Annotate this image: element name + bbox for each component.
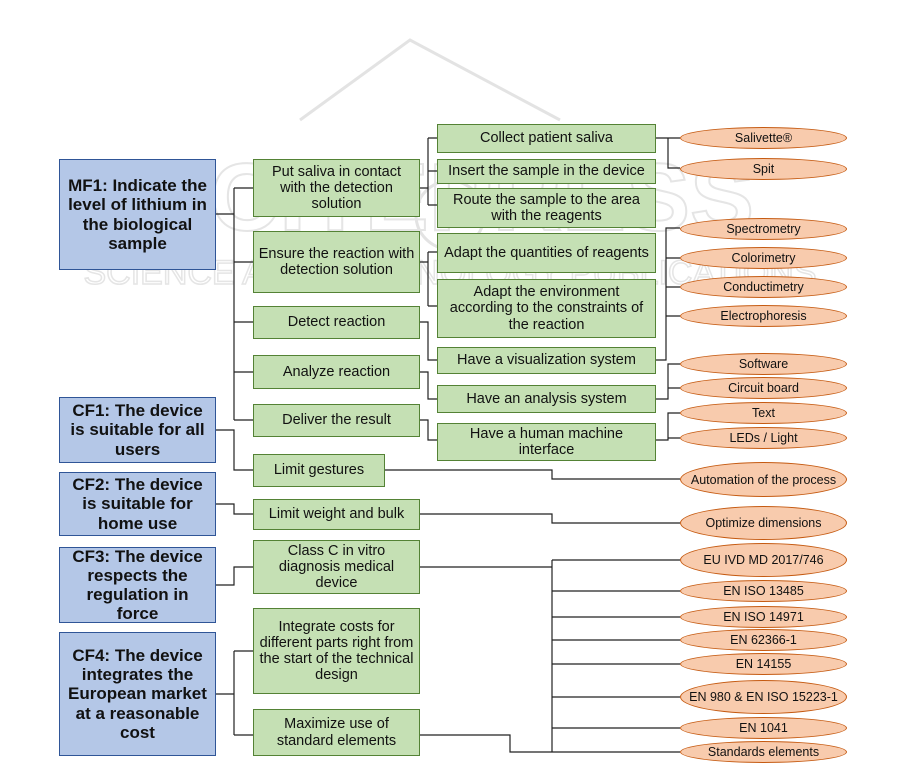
adapt-environment-box: Adapt the environment according to the c… [437,279,656,338]
en-14155-ellipse: EN 14155 [680,653,847,675]
software-ellipse: Software [680,353,847,375]
maximize-standard-box: Maximize use of standard elements [253,709,420,756]
integrate-costs-box: Integrate costs for different parts righ… [253,608,420,694]
salivette-ellipse: Salivette® [680,127,847,149]
eu-ivd-ellipse: EU IVD MD 2017/746 [680,543,847,577]
ensure-reaction-box: Ensure the reaction with detection solut… [253,231,420,293]
cf3-box: CF3: The device respects the regulation … [59,547,216,623]
cf2-box: CF2: The device is suitable for home use [59,472,216,536]
put-saliva-box: Put saliva in contact with the detection… [253,159,420,217]
en-62366-ellipse: EN 62366-1 [680,629,847,651]
class-c-box: Class C in vitro diagnosis medical devic… [253,540,420,594]
insert-sample-box: Insert the sample in the device [437,159,656,184]
hmi-box: Have a human machine interface [437,423,656,461]
spectrometry-ellipse: Spectrometry [680,218,847,240]
standards-elements-ellipse: Standards elements [680,741,847,763]
circuit-board-ellipse: Circuit board [680,377,847,399]
collect-saliva-box: Collect patient saliva [437,124,656,153]
adapt-quantities-box: Adapt the quantities of reagents [437,233,656,273]
route-sample-box: Route the sample to the area with the re… [437,188,656,228]
conductimetry-ellipse: Conductimetry [680,276,847,298]
optimize-dimensions-ellipse: Optimize dimensions [680,506,847,540]
iso-14971-ellipse: EN ISO 14971 [680,606,847,628]
colorimetry-ellipse: Colorimetry [680,247,847,269]
cf1-box: CF1: The device is suitable for all user… [59,397,216,463]
deliver-result-box: Deliver the result [253,404,420,437]
leds-ellipse: LEDs / Light [680,427,847,449]
text-ellipse: Text [680,402,847,424]
analysis-system-box: Have an analysis system [437,385,656,413]
iso-13485-ellipse: EN ISO 13485 [680,580,847,602]
analyze-reaction-box: Analyze reaction [253,355,420,389]
cf4-box: CF4: The device integrates the European … [59,632,216,756]
visualization-system-box: Have a visualization system [437,347,656,374]
electrophoresis-ellipse: Electrophoresis [680,305,847,327]
spit-ellipse: Spit [680,158,847,180]
detect-reaction-box: Detect reaction [253,306,420,339]
en-1041-ellipse: EN 1041 [680,717,847,739]
limit-weight-box: Limit weight and bulk [253,499,420,530]
automation-ellipse: Automation of the process [680,462,847,497]
mf1-box: MF1: Indicate the level of lithium in th… [59,159,216,270]
limit-gestures-box: Limit gestures [253,454,385,487]
en-980-ellipse: EN 980 & EN ISO 15223-1 [680,680,847,714]
